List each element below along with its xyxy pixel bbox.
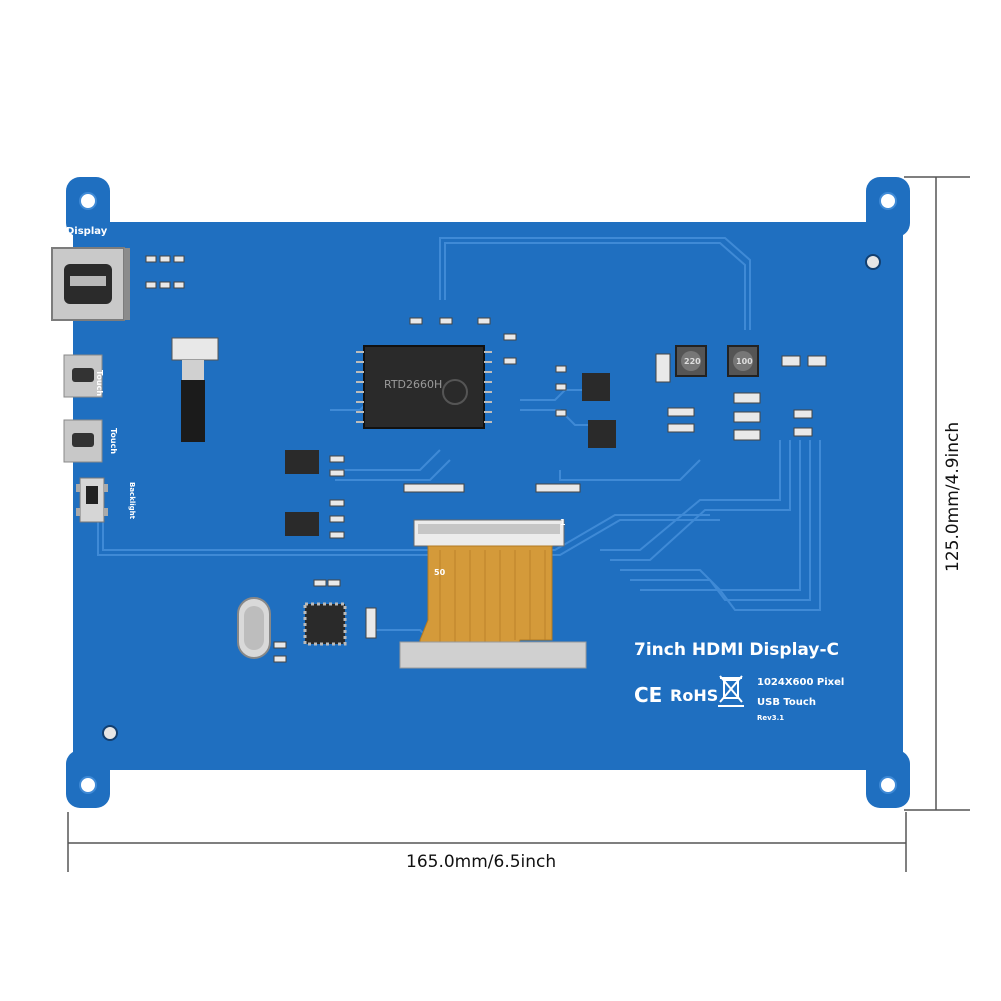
passive-components [145,255,827,663]
touch-text: USB Touch [757,697,816,708]
fpc-connector [413,519,565,547]
touch-flex-cable [171,337,219,442]
label-touch-port-1: Touch [95,370,104,397]
mount-hole-top-right [879,192,897,210]
mount-hole-bottom-left [79,776,97,794]
fpc-mark-50: 50 [434,568,446,577]
inductor-100 [727,345,759,377]
screw-point-left [102,725,118,741]
mount-hole-bottom-right [879,776,897,794]
pcb-body [73,222,903,770]
fpc-mark-1: 1 [560,518,566,527]
label-display-port: Display [66,226,108,237]
label-backlight: Backlight [128,482,136,520]
pcb-traces [97,237,821,641]
ic-lower-left [303,602,347,646]
pcb-board [66,177,910,808]
hdmi-connector [51,247,130,321]
inductor-100-label: 100 [736,357,753,366]
label-touch-port-2: Touch [109,428,118,455]
ic-right-2 [588,420,616,448]
ic-right-1 [582,373,610,401]
ce-mark: CE [634,683,663,707]
micro-usb-touch-2 [63,419,103,463]
screw-point-right [865,254,881,270]
main-chip-marking: RTD2660H [384,378,443,391]
mount-hole-top-left [79,192,97,210]
crystal-oscillator [237,597,271,659]
backlight-switch [76,477,108,523]
weee-bin-icon [718,675,744,707]
regulator-2 [285,512,319,536]
micro-usb-touch-1 [63,354,103,398]
inductor-220-label: 220 [684,357,701,366]
revision-text: Rev3.1 [757,714,785,722]
inductor-220 [675,345,707,377]
board-title: 7inch HDMI Display-C [634,640,839,660]
height-label: 125.0mm/4.9inch [943,421,963,572]
main-chip [356,345,492,429]
regulator-1 [285,450,319,474]
fpc-ribbon [399,545,587,669]
height-dimension [904,176,970,811]
width-label: 165.0mm/6.5inch [406,852,557,872]
rohs-mark: RoHS [670,686,719,705]
resolution-text: 1024X600 Pixel [757,677,845,688]
width-dimension [67,812,907,872]
